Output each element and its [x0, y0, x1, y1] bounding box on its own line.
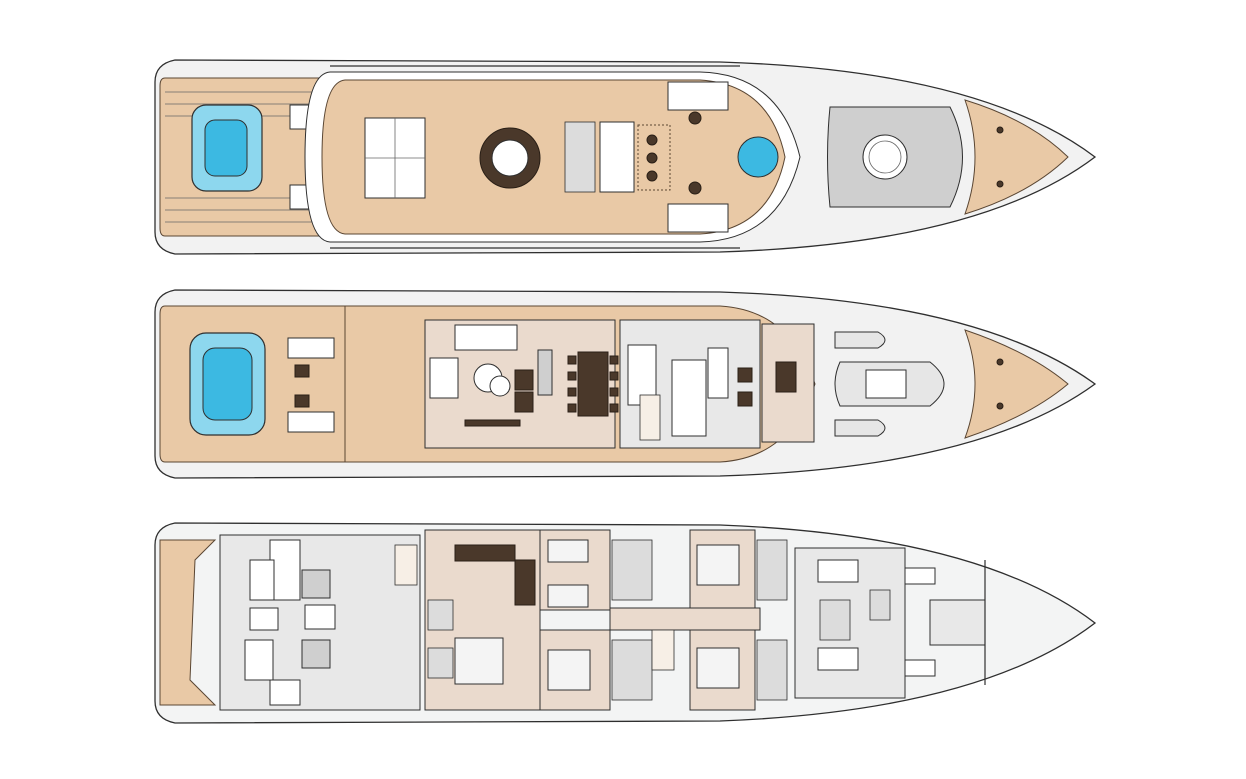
saloon-armchair [429, 357, 459, 399]
lower-corridor [609, 607, 761, 631]
fore-jacuzzi [737, 136, 779, 178]
sunpad-port [667, 203, 729, 233]
lower-stair [394, 544, 418, 586]
dining-chairs [567, 355, 619, 413]
saloon-sofa [454, 324, 518, 351]
beach-club-teak [159, 539, 217, 706]
round-dining-table [479, 127, 541, 189]
sunpad-starboard [667, 81, 729, 111]
saloon-sideboard [464, 419, 521, 427]
master-bed [454, 637, 504, 685]
sun-deck-plan [154, 59, 1097, 255]
main-dining-table [577, 351, 609, 417]
sun-deck-teak-main [321, 79, 786, 235]
jet-ski-starboard [834, 331, 886, 349]
engine-starboard [301, 639, 331, 669]
engine-port [301, 569, 331, 599]
jet-ski-port [834, 419, 886, 437]
main-deck-plan [154, 289, 1097, 479]
aft-sofa [287, 411, 335, 433]
aft-sofa [287, 337, 335, 359]
lower-deck-plan [154, 522, 1097, 724]
sun-deck-bow-teak [964, 99, 1069, 215]
main-deck-bow-teak [964, 329, 1069, 439]
deck-galley [564, 121, 596, 193]
deck-bar-counter [599, 121, 635, 193]
sun-deck-pool-water [204, 119, 248, 177]
